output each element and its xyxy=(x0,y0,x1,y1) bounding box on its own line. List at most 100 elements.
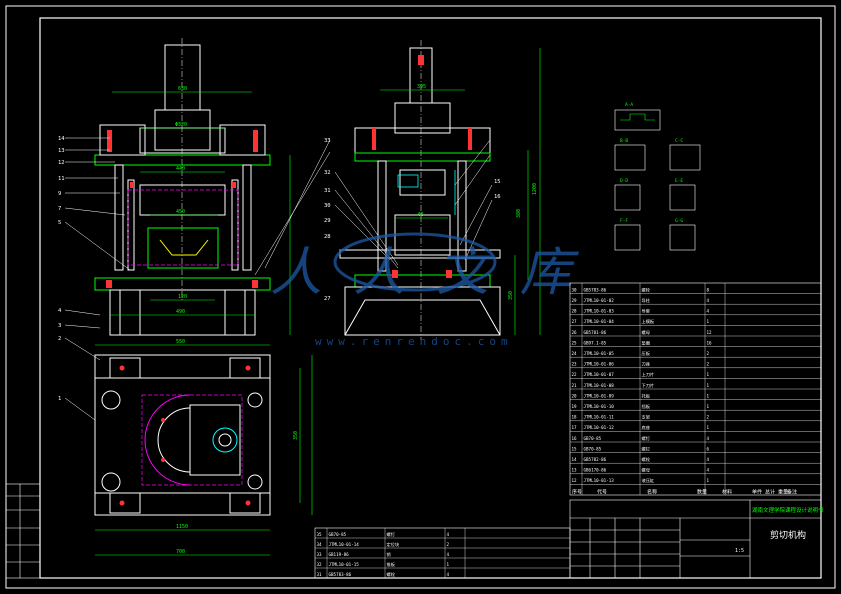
cell-name: 垫圈 xyxy=(642,339,650,346)
table-row: 34 JTML10-01-14 定位块 2 xyxy=(317,541,450,548)
front-view xyxy=(94,38,271,336)
cell-no: 24 xyxy=(572,351,578,356)
top-dim-text: 700 1150 350 xyxy=(176,431,299,555)
cell-code: GB70-85 xyxy=(329,532,347,537)
cell-no: 26 xyxy=(572,330,578,335)
detail-c: C-C xyxy=(675,138,683,144)
cell-name: 液压缸 xyxy=(642,477,655,484)
cell-qty: 2 xyxy=(707,351,710,356)
cell-code: GB6170-86 xyxy=(584,468,607,473)
watermark: 人 人 文 库 www.renrendoc.com xyxy=(270,232,580,348)
part-no-2: 2 xyxy=(58,336,61,342)
cell-no: 16 xyxy=(572,436,578,441)
cell-name: 导套 xyxy=(642,308,651,315)
top-dimensions xyxy=(95,355,313,556)
part-no-14: 14 xyxy=(58,136,65,142)
part-no-11: 11 xyxy=(58,176,65,182)
cell-code: JTML10-01-14 xyxy=(329,542,360,547)
cell-name: 下刀片 xyxy=(642,382,655,389)
cell-code: GB5783-86 xyxy=(584,287,607,292)
cell-no: 23 xyxy=(572,362,578,367)
part-no-29: 29 xyxy=(324,218,331,224)
cell-no: 32 xyxy=(317,562,323,567)
cell-code: JTML10-01-03 xyxy=(584,309,615,314)
cell-no: 19 xyxy=(572,404,578,409)
part-no-16: 16 xyxy=(494,194,501,200)
detail-f: F-F xyxy=(620,218,628,224)
cell-name: 螺钉 xyxy=(387,531,396,538)
cell-no: 25 xyxy=(572,340,578,345)
cell-code: JTML10-01-04 xyxy=(584,319,615,324)
cell-name: 螺母 xyxy=(642,467,650,474)
cell-code: JTML10-01-13 xyxy=(584,478,615,483)
cell-code: GB5783-86 xyxy=(329,572,352,577)
cell-name: 销 xyxy=(387,551,391,558)
cell-name: 底座 xyxy=(642,424,650,431)
part-no-31: 31 xyxy=(324,188,331,194)
cell-no: 22 xyxy=(572,372,578,377)
cell-name: 上模板 xyxy=(642,318,655,325)
front-dim-text: 630 Φ320 440 450 120 490 550 xyxy=(175,86,187,345)
cell-no: 27 xyxy=(572,319,578,324)
cell-no: 34 xyxy=(317,542,323,547)
detail-d: D-D xyxy=(620,178,628,184)
cell-qty: 8 xyxy=(707,287,710,292)
cell-name: 螺栓 xyxy=(642,286,651,293)
part-no-15: 15 xyxy=(494,179,501,185)
part-no-27: 27 xyxy=(324,296,331,302)
cell-qty: 12 xyxy=(707,330,713,335)
cell-name: 定位块 xyxy=(387,541,400,548)
front-dimensions xyxy=(95,91,291,346)
side-bolts xyxy=(372,55,472,278)
top-part-labels: 4 3 2 1 xyxy=(58,308,62,402)
side-dimensions xyxy=(380,48,541,335)
cell-qty: 4 xyxy=(707,298,710,303)
cell-no: 21 xyxy=(572,383,578,388)
cell-code: GB97.1-85 xyxy=(584,340,607,345)
mini-details xyxy=(614,109,701,251)
header-cell: 代号 xyxy=(597,489,607,496)
cell-qty: 4 xyxy=(707,457,710,462)
cell-qty: 4 xyxy=(707,309,710,314)
dim-phi320: Φ320 xyxy=(175,122,187,128)
cell-qty: 2 xyxy=(447,542,450,547)
cell-qty: 16 xyxy=(707,340,713,345)
header-cell: 材料 xyxy=(722,489,732,496)
table-row: 27 JTML10-01-04 上模板 1 xyxy=(572,318,710,325)
cell-qty: 4 xyxy=(707,468,710,473)
dim-490: 490 xyxy=(176,309,185,315)
title-name: 剪切机构 xyxy=(770,529,806,541)
cell-qty: 1 xyxy=(707,478,710,483)
outer-frame xyxy=(5,5,836,589)
top-view xyxy=(94,354,271,516)
dim-700: 700 xyxy=(176,549,185,555)
cell-qty: 1 xyxy=(707,319,710,324)
cell-name: 螺栓 xyxy=(642,456,651,463)
cell-no: 28 xyxy=(572,309,578,314)
cell-no: 15 xyxy=(572,446,578,451)
bom-header: 序号代号名称数量材料单件 总计 重量备注 xyxy=(572,489,797,496)
cell-code: JTML10-01-02 xyxy=(584,298,615,303)
cell-code: JTML10-01-10 xyxy=(584,404,615,409)
cell-code: JTML10-01-05 xyxy=(584,351,615,356)
dim-350-top: 350 xyxy=(293,431,299,440)
cell-no: 13 xyxy=(572,468,578,473)
part-no-1: 1 xyxy=(58,396,61,402)
table-row: 25 GB97.1-85 垫圈 16 xyxy=(572,339,713,346)
cell-code: GB5782-86 xyxy=(584,457,607,462)
dim-380: 380 xyxy=(516,209,522,218)
detail-a: A-A xyxy=(625,102,633,108)
top-view-mechanism xyxy=(141,394,243,486)
